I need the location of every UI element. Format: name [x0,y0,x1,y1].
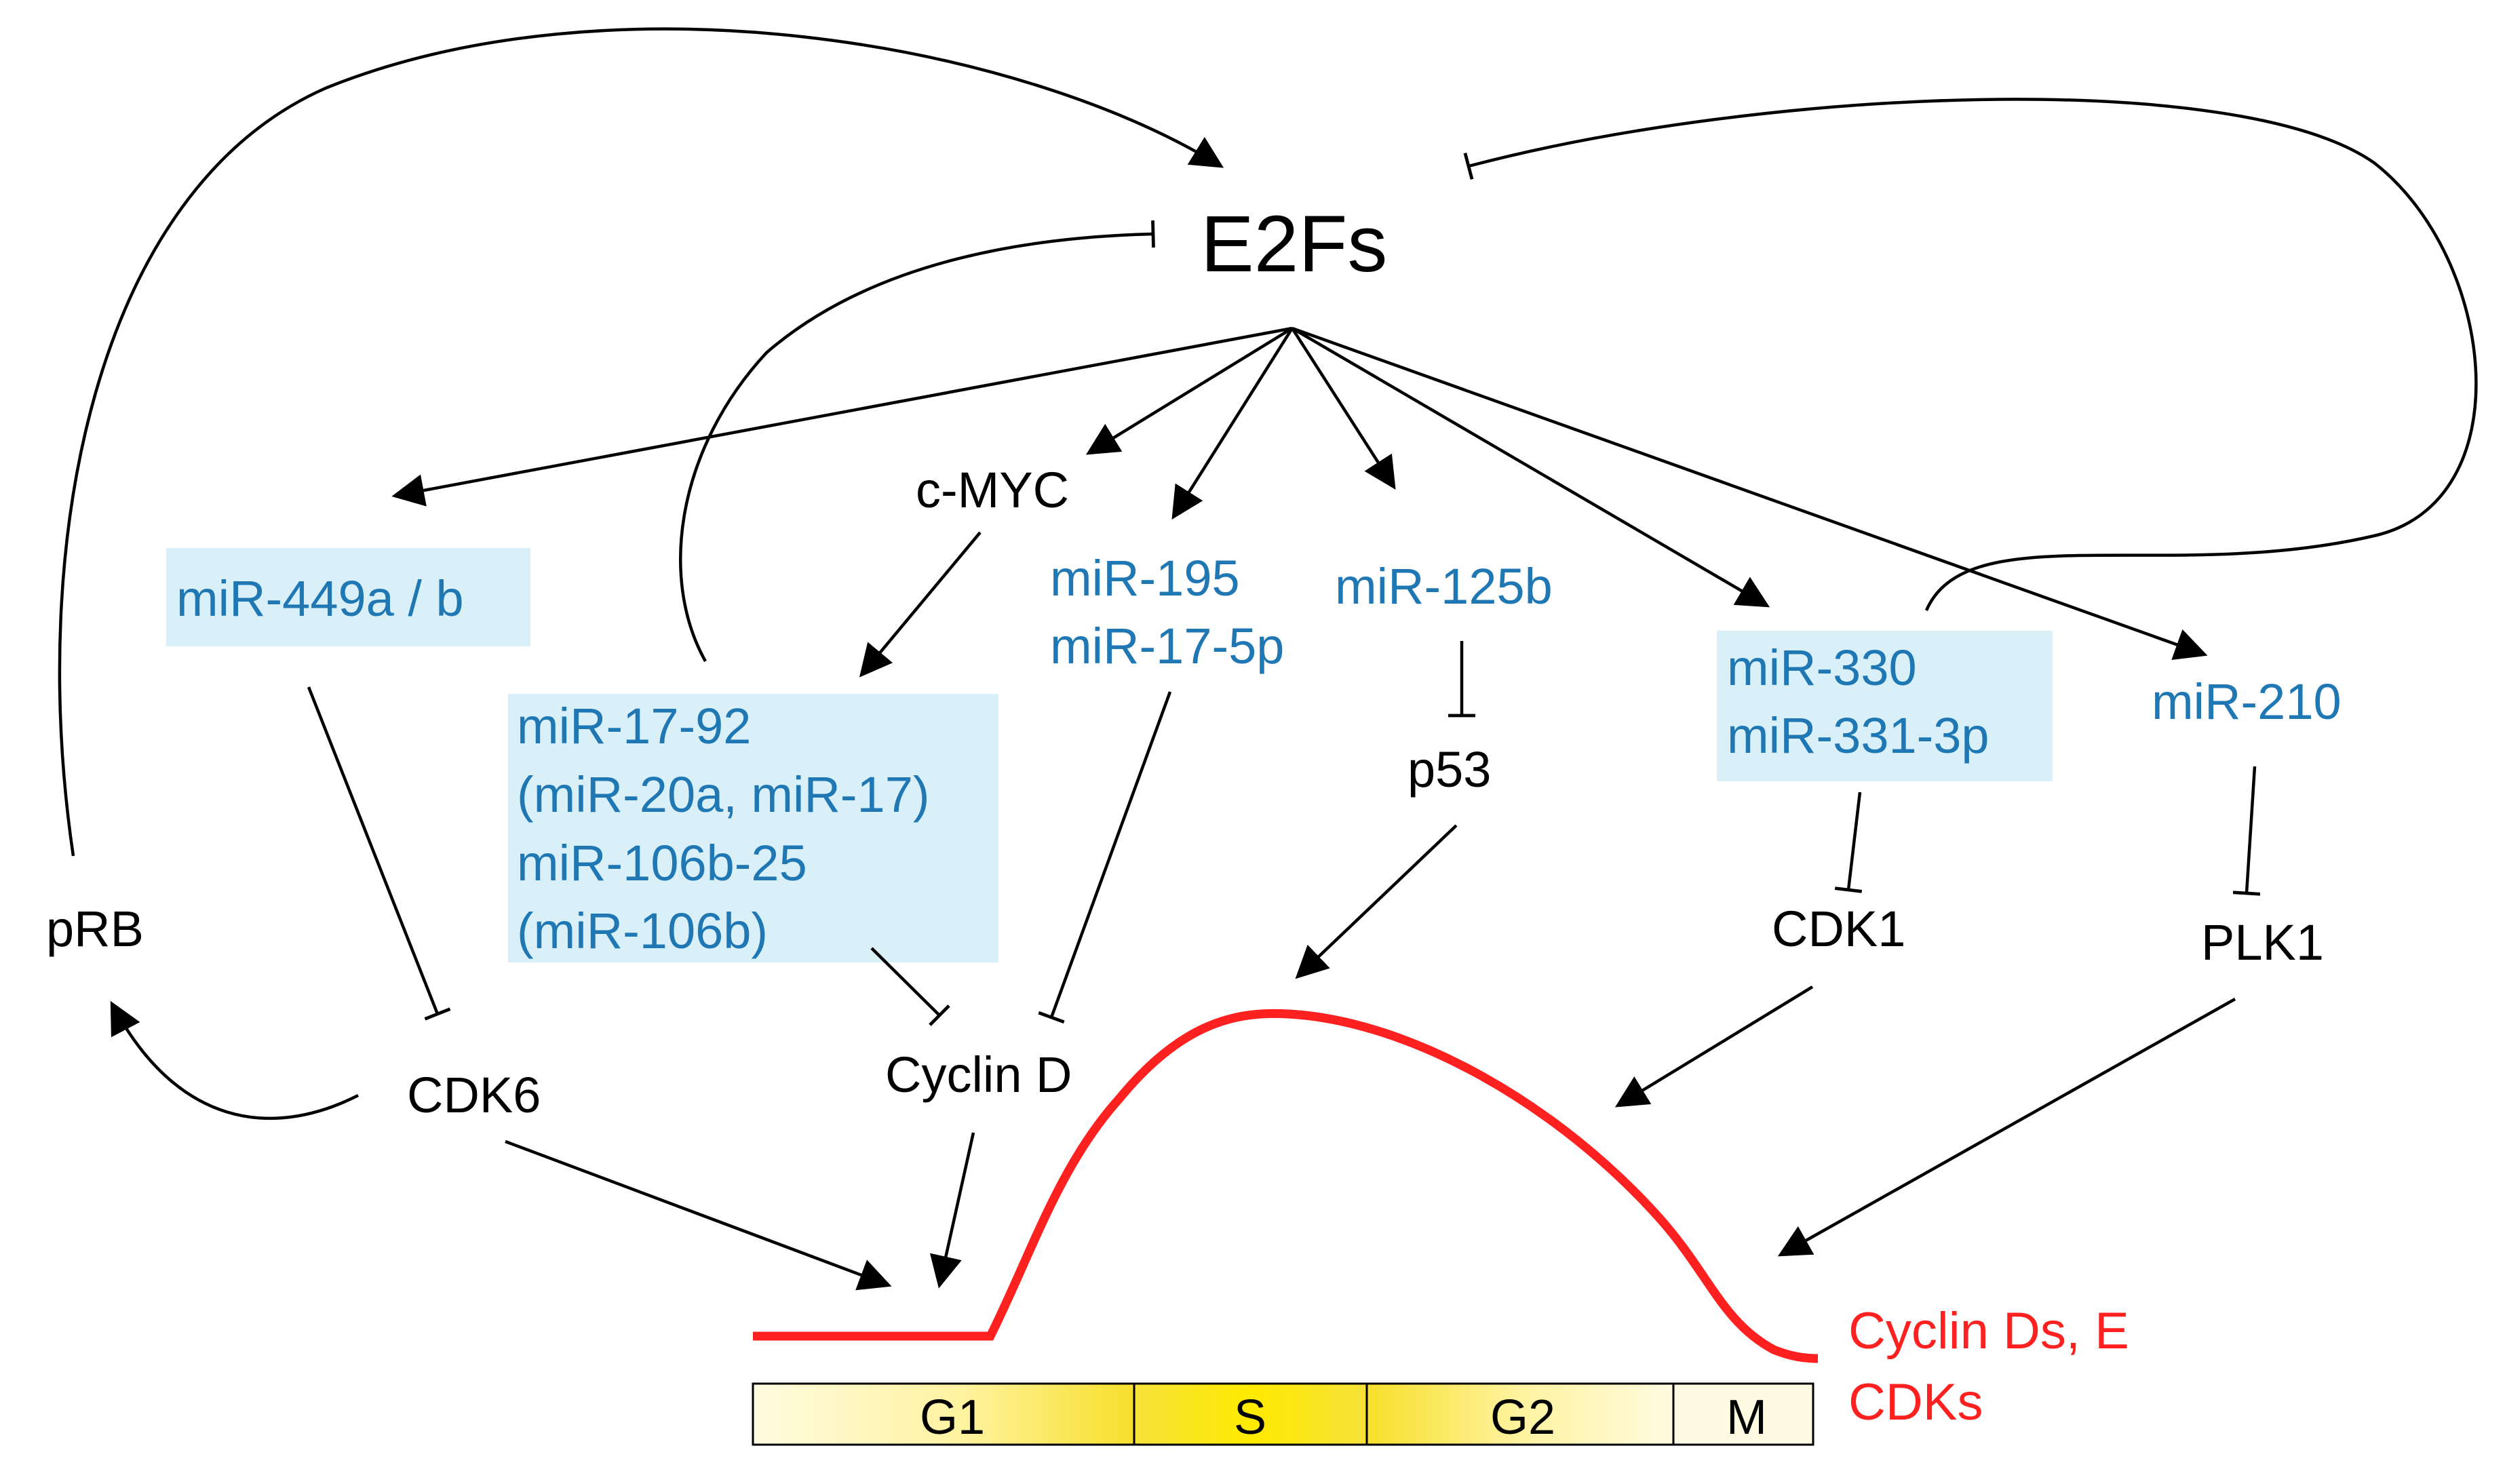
edge-cdk6-to-curve [505,1139,892,1291]
edge-e2fs-to-mir330 [1291,327,1770,608]
node-cmyc-label: c-MYC [916,462,1069,518]
edge-e2fs-to-mir125b [1291,327,1396,490]
edge-e2fs-to-mir195 [1171,327,1294,520]
curve-legend-line1: Cyclin Ds, E [1848,1302,2129,1360]
mir330-label-line2: miR-331-3p [1727,707,1989,764]
edge-cdk6-to-prb [110,1000,360,1120]
edges [58,27,2478,1291]
edge-mir330-inhibits-e2fs [1463,98,2478,611]
mir17-92-label-line1: miR-17-92 [517,698,751,754]
phase-g1-segment [752,1382,1135,1446]
phase-s-segment [1133,1382,1368,1446]
node-prb-label: pRB [46,901,144,957]
mir125b-label: miR-125b [1335,558,1553,614]
mir330-label-line1: miR-330 [1727,640,1917,696]
mir17-92-label-line2: (miR-20a, miR-17) [517,766,930,823]
edge-e2fs-to-mir449 [391,326,1293,507]
mir17-92-box [508,694,998,962]
phase-g2-segment [1365,1382,1675,1446]
phase-m-segment [1672,1382,1814,1446]
edge-plk1-to-curve [1777,998,2236,1257]
edge-cdk1-to-curve [1614,985,1814,1108]
mir17-92-label-line3: miR-106b-25 [517,835,807,891]
edge-cmyc-to-mir17-92 [859,531,982,678]
node-cdk6-label: CDK6 [407,1067,541,1123]
edge-mir449-inhibits-cdk6 [307,686,451,1021]
mir449-label: miR-449a / b [176,570,464,627]
edge-mir17-92-inhibits-cyclind [870,947,950,1026]
edge-e2fs-to-cmyc [1085,327,1294,455]
hub-e2fs-label: E2Fs [1201,199,1387,289]
edge-prb-to-e2fs [58,27,1224,857]
edge-mir330-inhibits-cdk1 [1834,792,1863,893]
node-p53-label: p53 [1407,741,1491,798]
mir210-label: miR-210 [2152,673,2342,730]
phase-g2-label: G2 [1490,1390,1555,1445]
phase-s-label: S [1234,1390,1266,1445]
mir17-92-label-line4: (miR-106b) [517,903,768,959]
phase-g1-label: G1 [920,1390,985,1445]
cell-cycle-phase-bar: G1 S G2 M [752,1382,1814,1446]
mir330-box [1717,631,2053,781]
node-cdk1-label: CDK1 [1772,901,1905,957]
edge-mir195-inhibits-cyclind [1038,691,1172,1024]
edge-cyclind-to-curve [929,1132,975,1289]
edge-mir17-92-inhibits-e2fs [679,220,1155,663]
edge-p53-to-curve [1295,824,1458,979]
edge-mir210-inhibits-plk1 [2232,766,2261,896]
cyclin-cdk-level-curve [753,1009,1819,1363]
mir449-box [166,548,530,646]
mir195-label-line1: miR-195 [1050,550,1240,606]
mir195-label-line2: miR-17-5p [1050,618,1284,674]
node-plk1-label: PLK1 [2201,914,2324,971]
curve-legend-line2: CDKs [1848,1373,1983,1431]
phase-m-label: M [1726,1390,1767,1445]
edge-e2fs-to-mir210 [1292,326,2208,661]
node-cyclin-d-label: Cyclin D [885,1047,1072,1103]
